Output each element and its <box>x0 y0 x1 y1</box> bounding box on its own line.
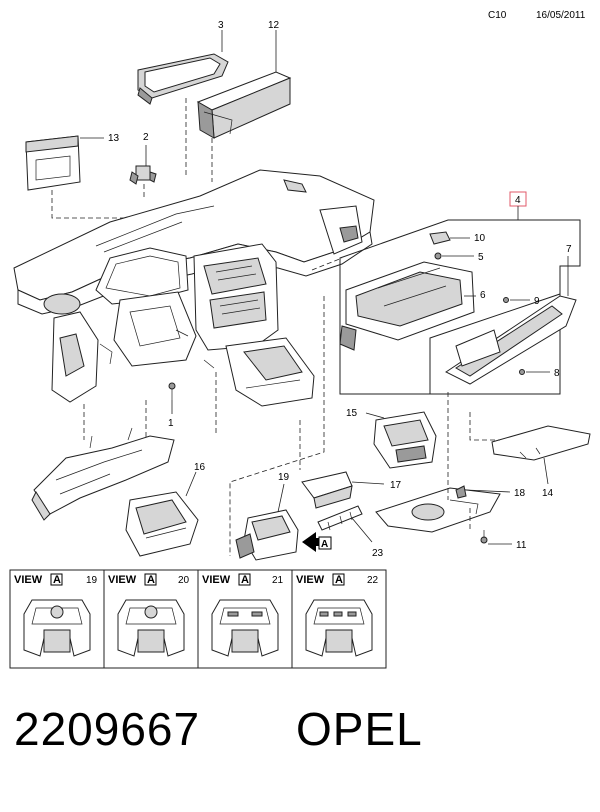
footer-brand: OPEL <box>296 703 423 755</box>
callout-10: 10 <box>474 233 486 244</box>
view-panel-1: VIEW A 19 <box>14 573 98 657</box>
header-code: C10 <box>488 10 507 21</box>
callout-9: 9 <box>534 296 540 307</box>
view-letter-2: A <box>147 574 155 586</box>
callout-17: 17 <box>390 480 402 491</box>
view-number-4: 22 <box>367 575 379 586</box>
view-panel-2: VIEW A 20 <box>108 573 190 657</box>
part-12-box <box>196 71 292 139</box>
callout-2: 2 <box>143 132 149 143</box>
part-2-clip <box>129 165 157 185</box>
callout-19: 19 <box>278 472 290 483</box>
callout-12: 12 <box>268 20 280 31</box>
callout-15: 15 <box>346 408 358 419</box>
part-19-switch-module <box>235 509 299 561</box>
part-1-screw <box>168 382 176 400</box>
callout-6: 6 <box>480 290 486 301</box>
view-letter-3: A <box>241 574 249 586</box>
view-title-4: VIEW <box>296 574 325 586</box>
part-10-latch <box>429 231 451 245</box>
part-23-strip <box>317 505 363 531</box>
view-arrow: A <box>302 532 332 552</box>
header-date: 16/05/2011 <box>536 10 586 21</box>
callout-13: 13 <box>108 133 120 144</box>
part-17-bracket <box>301 471 353 509</box>
view-title-2: VIEW <box>108 574 137 586</box>
footer-part-number: 2209667 <box>14 703 201 755</box>
part-13-panel <box>25 135 81 191</box>
callout-1: 1 <box>168 418 174 429</box>
part-8-bumper <box>519 369 525 375</box>
part-frame-bracket <box>31 427 175 521</box>
callout-5: 5 <box>478 252 484 263</box>
part-lower-plate <box>375 485 501 533</box>
view-letter-1: A <box>53 574 61 586</box>
part-15-centre-panel <box>373 411 437 469</box>
view-panel-3: VIEW A 21 <box>202 573 284 657</box>
part-7-glovebox-door <box>445 295 577 385</box>
view-panel-4: VIEW A 22 <box>296 573 379 657</box>
part-3-tray <box>137 53 229 105</box>
callout-23: 23 <box>372 548 384 559</box>
callout-4: 4 <box>515 195 521 206</box>
view-number-3: 21 <box>272 575 284 586</box>
view-arrow-label: A <box>321 539 328 550</box>
assembly-4-frame <box>339 219 581 395</box>
callout-14: 14 <box>542 488 554 499</box>
view-title-1: VIEW <box>14 574 43 586</box>
callout-7: 7 <box>566 244 572 255</box>
part-11-screw <box>480 530 488 544</box>
view-number-2: 20 <box>178 575 190 586</box>
view-letter-4: A <box>335 574 343 586</box>
part-14-cover <box>491 425 591 461</box>
part-5-clip <box>434 252 442 260</box>
view-title-3: VIEW <box>202 574 231 586</box>
callout-18: 18 <box>514 488 526 499</box>
views-strip <box>9 569 387 669</box>
callout-3: 3 <box>218 20 224 31</box>
part-16-cover <box>125 491 199 557</box>
part-6-glovebox-housing <box>339 261 475 351</box>
dashboard-body <box>13 169 375 407</box>
callout-16: 16 <box>194 462 206 473</box>
part-9-hinge <box>503 297 509 303</box>
view-number-1: 19 <box>86 575 98 586</box>
callout-11: 11 <box>516 540 527 551</box>
callout-8: 8 <box>554 368 560 379</box>
